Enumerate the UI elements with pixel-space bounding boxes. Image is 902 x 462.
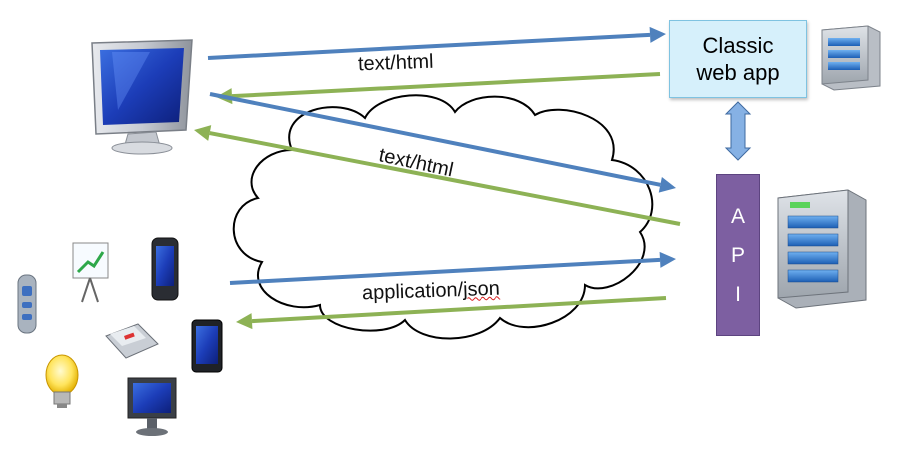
classic-box-line2: web app	[696, 60, 780, 85]
presentation-board-icon	[72, 242, 109, 303]
flat-monitor-icon	[127, 377, 177, 436]
response-arrow-json	[236, 296, 667, 330]
top-arrow-label: text/html	[357, 50, 434, 76]
arrows-layer	[194, 26, 752, 330]
usb-remote-icon	[17, 274, 37, 334]
bidirectional-arrow-classic-api	[724, 101, 752, 161]
request-arrow-json	[229, 251, 676, 285]
light-bulb-icon	[45, 354, 79, 408]
response-arrow-api-html	[194, 125, 681, 226]
request-arrow-classic	[207, 26, 666, 60]
api-letter-i: I	[735, 282, 741, 306]
tablet-icon	[191, 319, 223, 373]
api-letter-a: A	[730, 204, 745, 228]
server-tower-large-icon	[777, 189, 867, 309]
json-label-prefix: application/	[361, 278, 464, 305]
json-label-suffix: json	[462, 277, 501, 301]
api-box: A P I	[716, 174, 760, 336]
json-arrow-label: application/json	[362, 278, 501, 306]
api-letter-p: P	[730, 243, 745, 267]
smartphone-icon	[151, 237, 179, 301]
printer-icon	[105, 323, 159, 359]
classic-box-line1: Classic	[702, 33, 774, 58]
desktop-monitor-icon	[91, 39, 193, 155]
server-tower-icon	[821, 25, 881, 91]
classic-web-app-box: Classic web app	[669, 20, 807, 98]
request-arrow-api	[209, 92, 676, 193]
